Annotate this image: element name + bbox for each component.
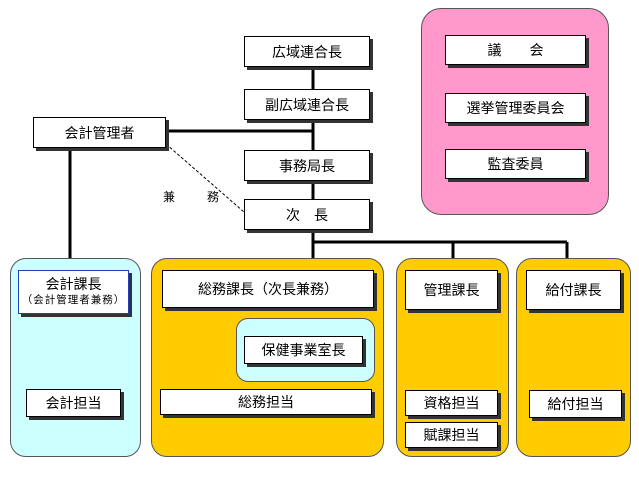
- bureau-chief-box: 事務局長: [244, 150, 370, 181]
- vice-regional-union-head-label: 副広域連合長: [265, 97, 349, 114]
- deputy-director-label: 次 長: [286, 207, 328, 224]
- levy-staff-label: 賦課担当: [423, 428, 480, 444]
- benefits-chief-label: 給付課長: [545, 283, 602, 299]
- concurrent-label: 兼 務: [163, 190, 230, 204]
- management-chief-box: 管理課長: [405, 270, 498, 310]
- management-chief-label: 管理課長: [423, 283, 480, 299]
- bureau-chief-label: 事務局長: [279, 158, 335, 175]
- audit-commissioner-label: 監査委員: [487, 157, 544, 173]
- qualification-staff-box: 資格担当: [405, 390, 498, 416]
- general-affairs-chief-box: 総務課長（次長兼務）: [162, 270, 374, 308]
- general-affairs-staff-label: 総務担当: [238, 395, 294, 411]
- levy-staff-box: 賦課担当: [405, 422, 498, 448]
- audit-commissioner-box: 監査委員: [445, 149, 586, 179]
- general-affairs-staff-box: 総務担当: [160, 389, 372, 415]
- benefits-staff-box: 給付担当: [529, 390, 622, 418]
- regional-union-head-box: 広域連合長: [244, 36, 370, 67]
- health-office-chief-label: 保健事業室長: [261, 343, 346, 359]
- benefits-staff-label: 給付担当: [547, 397, 604, 413]
- accounting-chief-note: （会計管理者兼務）: [21, 294, 126, 307]
- accounting-chief-box: 会計課長 （会計管理者兼務）: [18, 270, 129, 314]
- health-office-chief-box: 保健事業室長: [244, 336, 363, 364]
- concurrent-dashed-line: [165, 143, 245, 213]
- benefits-chief-box: 給付課長: [526, 270, 621, 310]
- accounting-staff-label: 会計担当: [45, 396, 102, 412]
- accounting-staff-box: 会計担当: [26, 389, 121, 417]
- assembly-box: 議 会: [445, 35, 586, 65]
- regional-union-head-label: 広域連合長: [272, 44, 342, 61]
- deputy-director-box: 次 長: [244, 199, 370, 230]
- accounting-manager-box: 会計管理者: [33, 117, 166, 148]
- qualification-staff-label: 資格担当: [423, 396, 480, 412]
- general-affairs-chief-label: 総務課長（次長兼務）: [198, 282, 338, 298]
- accounting-chief-label: 会計課長: [45, 276, 102, 293]
- election-committee-label: 選挙管理委員会: [466, 101, 565, 117]
- vice-regional-union-head-box: 副広域連合長: [244, 89, 370, 120]
- election-committee-box: 選挙管理委員会: [445, 93, 586, 123]
- assembly-label: 議 会: [487, 43, 544, 59]
- accounting-manager-label: 会計管理者: [64, 125, 135, 142]
